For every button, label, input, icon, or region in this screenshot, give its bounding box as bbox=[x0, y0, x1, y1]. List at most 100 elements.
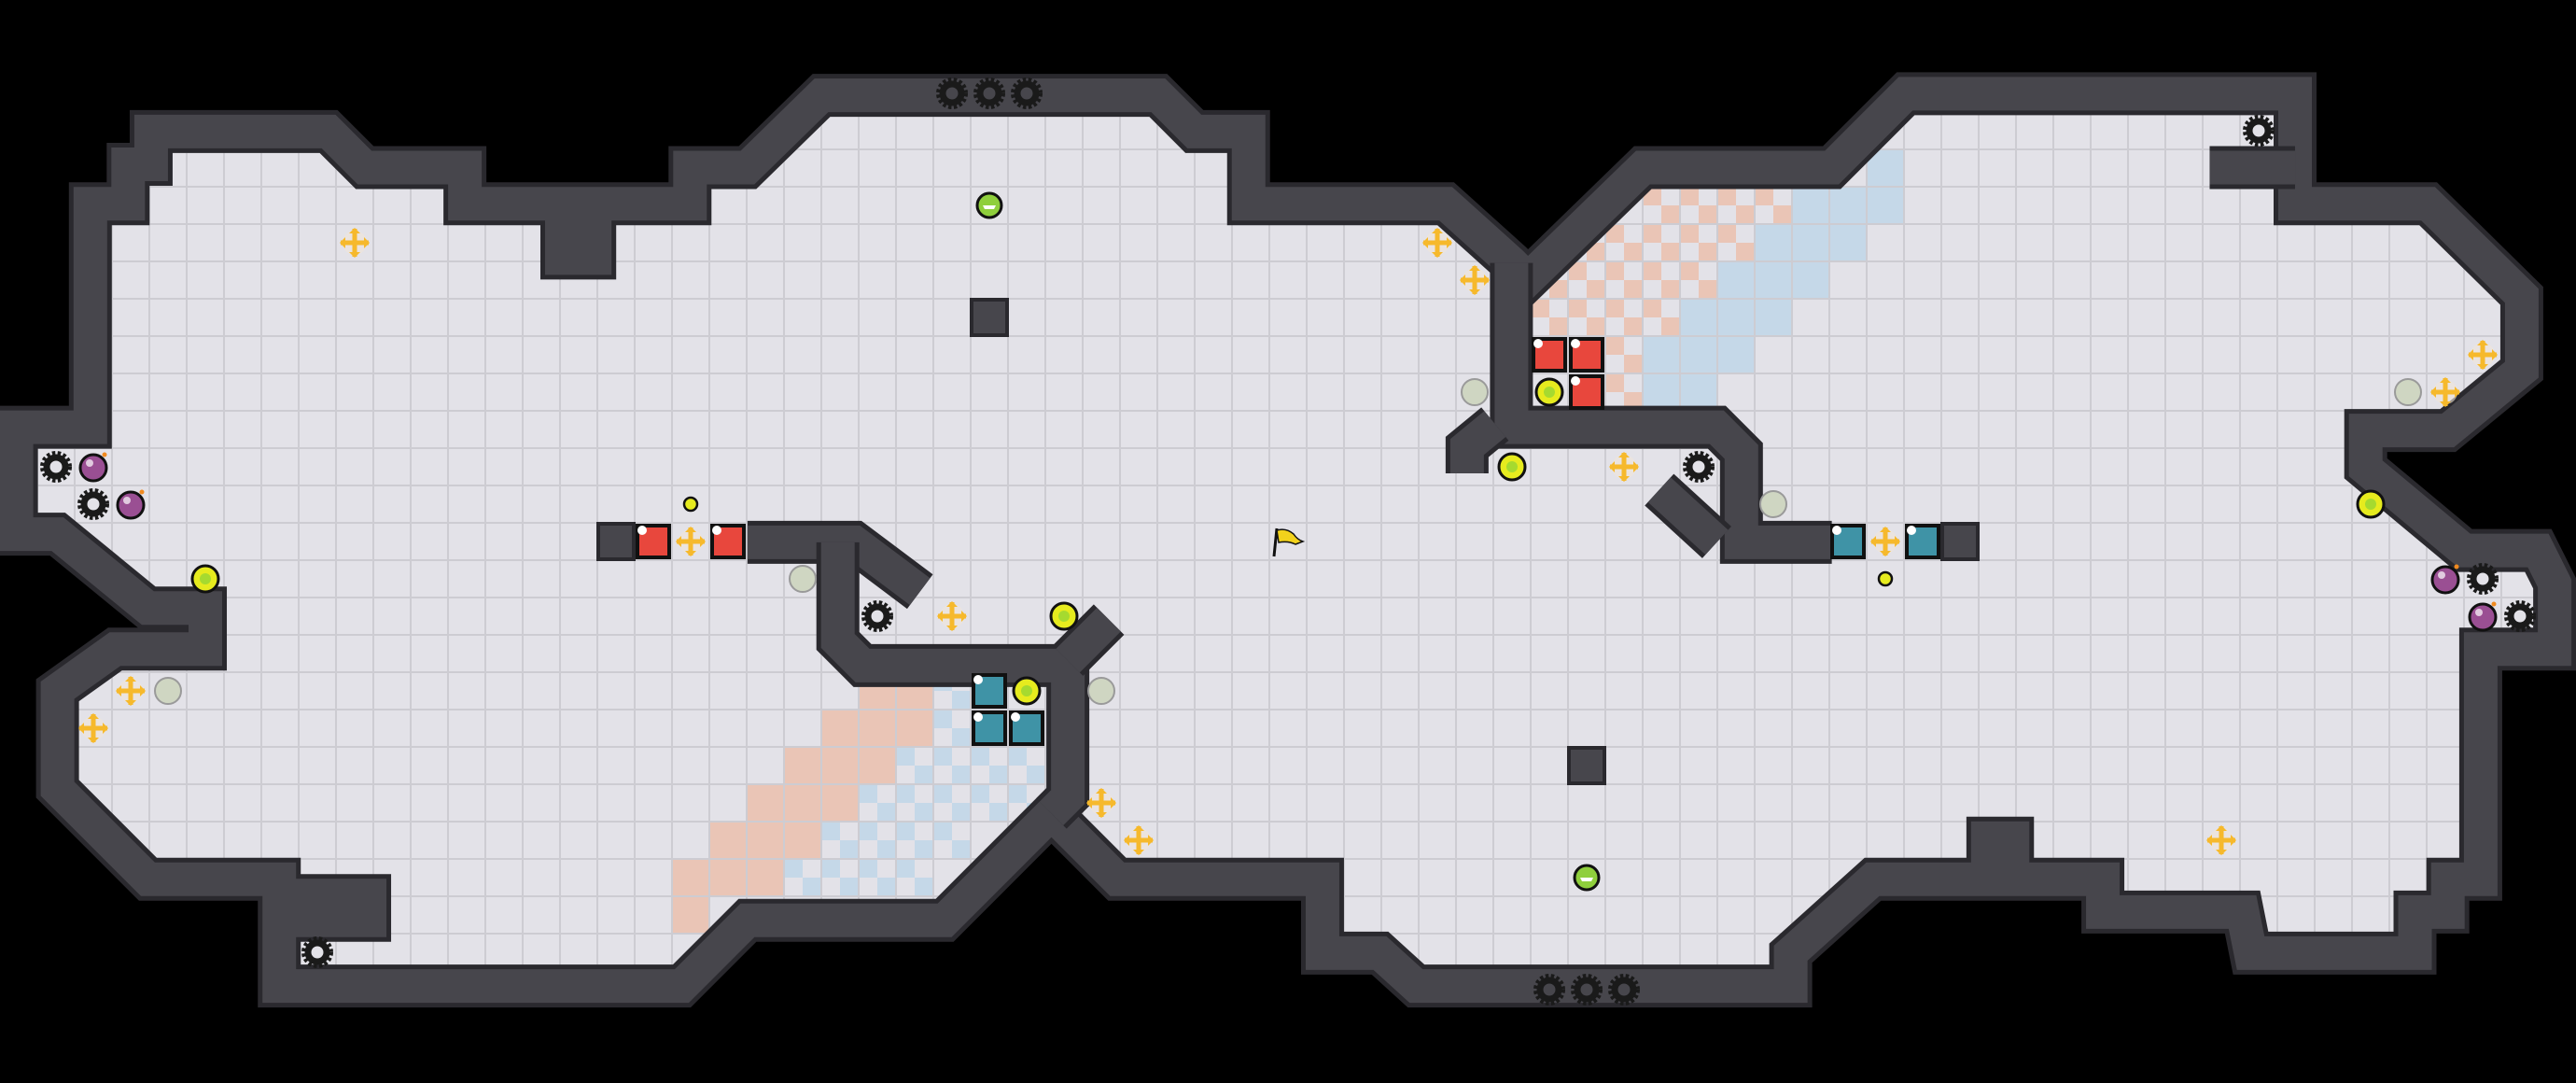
zone-cell bbox=[821, 784, 859, 822]
zone-cell bbox=[821, 747, 859, 784]
teal-box-icon bbox=[972, 673, 1007, 709]
zone-checker bbox=[952, 803, 971, 822]
zone-checker bbox=[896, 822, 915, 840]
cross-arrows-icon bbox=[2468, 340, 2498, 370]
faded-ball-icon bbox=[1759, 490, 1787, 518]
yellow-ball-icon bbox=[190, 564, 220, 594]
zone-cell bbox=[1643, 373, 1680, 411]
zone-cell bbox=[709, 822, 747, 859]
zone-checker bbox=[1661, 243, 1680, 261]
zone-checker bbox=[933, 784, 952, 803]
zone-checker bbox=[1605, 261, 1624, 280]
zone-cell bbox=[1680, 373, 1717, 411]
zone-checker bbox=[1624, 243, 1643, 261]
zone-cell bbox=[1680, 299, 1717, 336]
zone-checker bbox=[971, 784, 989, 803]
bomb-icon bbox=[116, 489, 146, 520]
zone-checker bbox=[1680, 187, 1699, 205]
bomb-icon bbox=[2468, 601, 2498, 632]
zone-cell bbox=[1829, 187, 1867, 224]
red-box-icon bbox=[1569, 337, 1604, 373]
cross-arrows-icon bbox=[937, 601, 967, 631]
zone-checker bbox=[1587, 317, 1605, 336]
zone-cell bbox=[896, 710, 933, 747]
zone-checker bbox=[952, 691, 971, 710]
outer-wall bbox=[0, 77, 2572, 1004]
zone-checker bbox=[1680, 261, 1699, 280]
gear-icon bbox=[1683, 451, 1715, 483]
zone-cell bbox=[747, 822, 784, 859]
zone-cell bbox=[709, 859, 747, 896]
zone-checker bbox=[933, 710, 952, 728]
gear-icon bbox=[936, 77, 968, 109]
zone-checker bbox=[877, 803, 896, 822]
zone-checker bbox=[1624, 355, 1643, 373]
zone-checker bbox=[915, 803, 933, 822]
zone-cell bbox=[1717, 261, 1755, 299]
zone-checker bbox=[1643, 299, 1661, 317]
cross-arrows-icon bbox=[1460, 265, 1490, 295]
zone-cell bbox=[1792, 261, 1829, 299]
zone-checker bbox=[1549, 280, 1568, 299]
inner-wall-lower-room bbox=[820, 542, 1085, 826]
wall-block-icon bbox=[970, 298, 1009, 337]
small-dot-icon bbox=[1877, 570, 1894, 587]
zone-checker bbox=[1699, 205, 1717, 224]
zone-checker bbox=[877, 840, 896, 859]
teal-box-icon bbox=[1009, 710, 1044, 746]
zone-cell bbox=[859, 710, 896, 747]
faded-ball-icon bbox=[1461, 378, 1489, 406]
teal-box-icon bbox=[1830, 524, 1866, 559]
yellow-ball-icon bbox=[1534, 377, 1564, 407]
teal-box-icon bbox=[972, 710, 1007, 746]
gear-icon bbox=[861, 600, 893, 632]
zone-checker bbox=[1717, 187, 1736, 205]
zone-checker bbox=[1624, 280, 1643, 299]
red-box-icon bbox=[1569, 374, 1604, 410]
faded-ball-icon bbox=[789, 565, 817, 593]
zone-checker bbox=[989, 766, 1008, 784]
zone-checker bbox=[952, 766, 971, 784]
zone-checker bbox=[1661, 317, 1680, 336]
zone-checker bbox=[1736, 243, 1755, 261]
zone-checker bbox=[1605, 336, 1624, 355]
zone-checker bbox=[952, 728, 971, 747]
zone-checker bbox=[1605, 299, 1624, 317]
gear-icon bbox=[2504, 600, 2536, 632]
zone-checker bbox=[859, 784, 877, 803]
zone-cell bbox=[1829, 224, 1867, 261]
cross-arrows-icon bbox=[1609, 452, 1639, 482]
zone-checker bbox=[1717, 224, 1736, 243]
zone-checker bbox=[1549, 317, 1568, 336]
faded-ball-icon bbox=[2394, 378, 2422, 406]
zone-cell bbox=[747, 859, 784, 896]
zone-checker bbox=[952, 840, 971, 859]
wall-block-icon bbox=[596, 522, 636, 561]
zone-cell bbox=[1643, 336, 1680, 373]
cross-arrows-icon bbox=[1422, 228, 1452, 258]
gear-icon bbox=[77, 488, 109, 520]
zone-checker bbox=[1008, 784, 1027, 803]
zone-cell bbox=[672, 896, 709, 934]
zone-cell bbox=[672, 859, 709, 896]
zone-checker bbox=[877, 878, 896, 896]
zone-checker bbox=[1008, 747, 1027, 766]
gear-icon bbox=[40, 451, 72, 483]
zone-checker bbox=[896, 784, 915, 803]
gear-icon bbox=[301, 936, 333, 968]
entities bbox=[40, 77, 2536, 1006]
zone-checker bbox=[784, 859, 803, 878]
zone-cell bbox=[784, 822, 821, 859]
zone-checker bbox=[859, 822, 877, 840]
zone-checker bbox=[933, 822, 952, 840]
zone-checker bbox=[1643, 224, 1661, 243]
zone-checker bbox=[859, 859, 877, 878]
cross-arrows-icon bbox=[1086, 788, 1116, 818]
cross-arrows-icon bbox=[116, 676, 146, 706]
zone-checker bbox=[1605, 373, 1624, 392]
inner-wall-right-room bbox=[1494, 262, 1832, 559]
wall-block-icon bbox=[1567, 746, 1606, 785]
zone-checker bbox=[1027, 766, 1045, 784]
zone-checker bbox=[1531, 299, 1549, 317]
